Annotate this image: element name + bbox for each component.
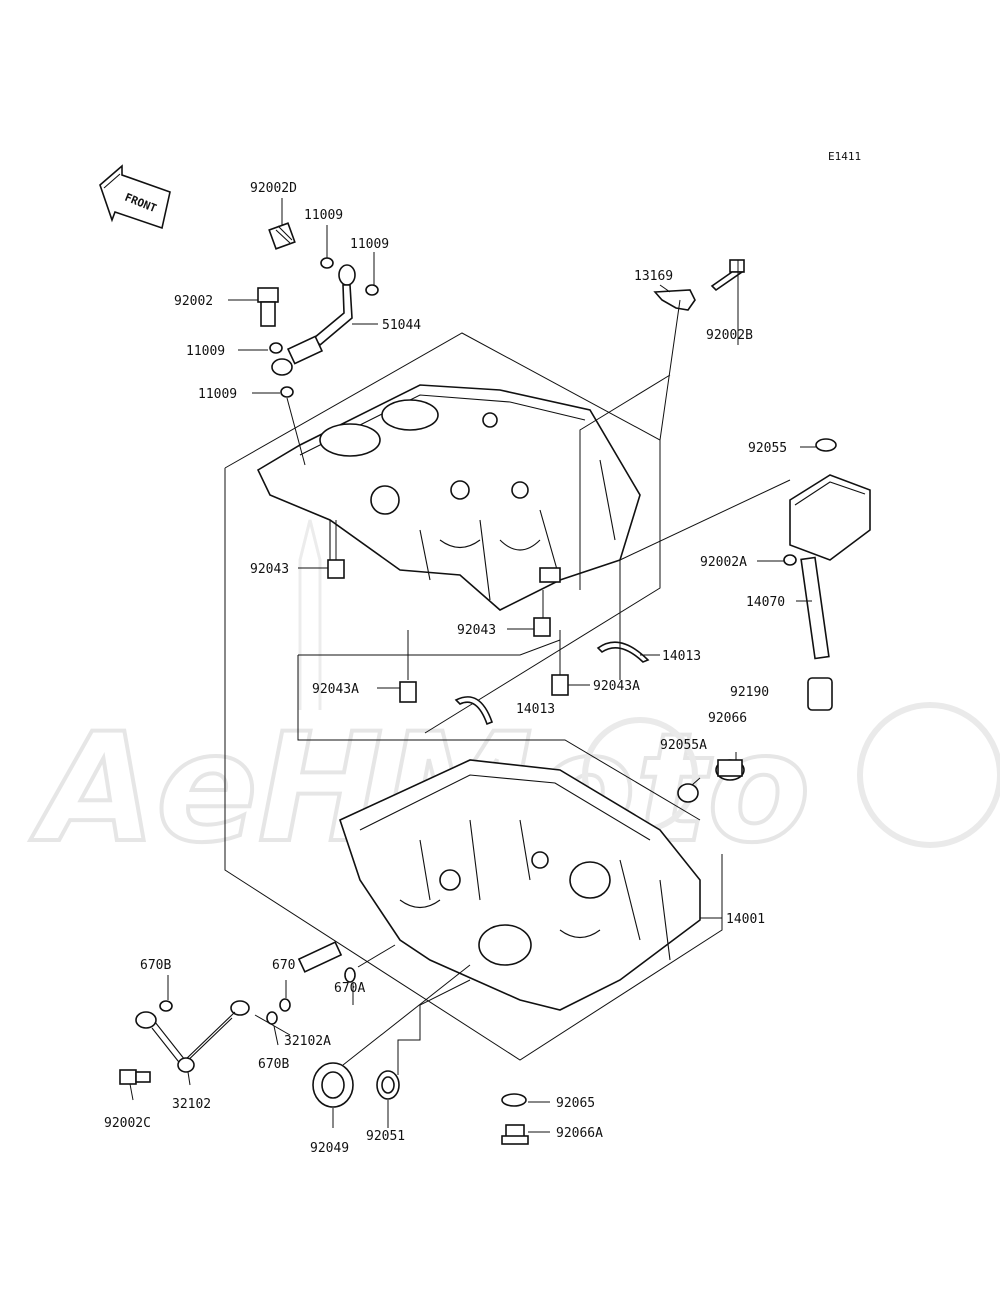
label-92055: 92055 <box>748 441 787 456</box>
label-92043-a: 92043 <box>250 562 289 577</box>
label-14070: 14070 <box>746 595 785 610</box>
label-92002A: 92002A <box>700 555 747 570</box>
label-51044: 51044 <box>382 318 421 333</box>
dowel-92043A-b <box>551 674 569 696</box>
label-92043-b: 92043 <box>457 623 496 638</box>
o-ring-92055A <box>677 783 699 803</box>
label-92002B: 92002B <box>706 328 753 343</box>
washer-11009-b <box>365 284 379 296</box>
washer-11009-d <box>280 386 294 398</box>
dowel-92043-b <box>533 617 551 637</box>
pipe-32102 <box>135 1000 250 1073</box>
diagram-code: E1411 <box>828 150 861 163</box>
label-92051: 92051 <box>366 1129 405 1144</box>
oil-seal-92051 <box>376 1070 400 1100</box>
label-14013-a: 14013 <box>662 649 701 664</box>
label-14013-b: 14013 <box>516 702 555 717</box>
dowel-92043A-a <box>399 681 417 703</box>
plug-92066 <box>715 759 745 781</box>
leader-lines <box>129 198 816 1133</box>
washer-92065 <box>501 1093 527 1107</box>
label-92043A-b: 92043A <box>593 679 640 694</box>
label-92066A: 92066A <box>556 1126 603 1141</box>
label-670: 670 <box>272 958 295 973</box>
bolt-92002 <box>257 287 279 327</box>
label-14001: 14001 <box>726 912 765 927</box>
label-13169: 13169 <box>634 269 673 284</box>
label-92066: 92066 <box>708 711 747 726</box>
label-11009-c: 11009 <box>186 344 225 359</box>
label-670B-b: 670B <box>258 1057 289 1072</box>
label-670A: 670A <box>334 981 365 996</box>
bolt-92002B <box>710 259 745 292</box>
bolt-92002D <box>268 222 296 250</box>
breather-14070 <box>783 474 871 660</box>
o-ring-670B-b <box>266 1011 278 1025</box>
washer-11009-a <box>320 257 334 269</box>
label-92190: 92190 <box>730 685 769 700</box>
bearing-shell-14013-a <box>596 641 650 663</box>
o-ring-670 <box>279 998 291 1012</box>
plate-13169 <box>653 289 696 311</box>
label-11009-b: 11009 <box>350 237 389 252</box>
label-92055A: 92055A <box>660 738 707 753</box>
label-92043A-a: 92043A <box>312 682 359 697</box>
oil-pipe-51044 <box>271 264 356 376</box>
label-670B-a: 670B <box>140 958 171 973</box>
dowel-92043-a <box>327 559 345 579</box>
bearing-shell-14013-b <box>454 696 494 726</box>
label-11009-d: 11009 <box>198 387 237 402</box>
label-92002: 92002 <box>174 294 213 309</box>
bolt-92002C <box>119 1069 151 1085</box>
label-32102A: 32102A <box>284 1034 331 1049</box>
front-arrow-icon: FRONT <box>99 164 171 230</box>
hose-92190 <box>807 677 833 711</box>
label-11009-a: 11009 <box>304 208 343 223</box>
washer-11009-c <box>269 342 283 354</box>
ring-92055 <box>815 438 837 452</box>
o-ring-670B-a <box>159 1000 173 1012</box>
label-92002D: 92002D <box>250 181 297 196</box>
label-32102: 32102 <box>172 1097 211 1112</box>
oil-seal-92049 <box>312 1062 354 1108</box>
plug-92066A <box>501 1124 529 1145</box>
lower-crankcase <box>339 759 701 1011</box>
label-92002C: 92002C <box>104 1116 151 1131</box>
nozzle-670 <box>297 941 356 983</box>
label-92049: 92049 <box>310 1141 349 1156</box>
label-92065: 92065 <box>556 1096 595 1111</box>
upper-crankcase <box>256 384 641 611</box>
part-labels: 92002D 11009 11009 92002 51044 11009 110… <box>104 181 787 1156</box>
